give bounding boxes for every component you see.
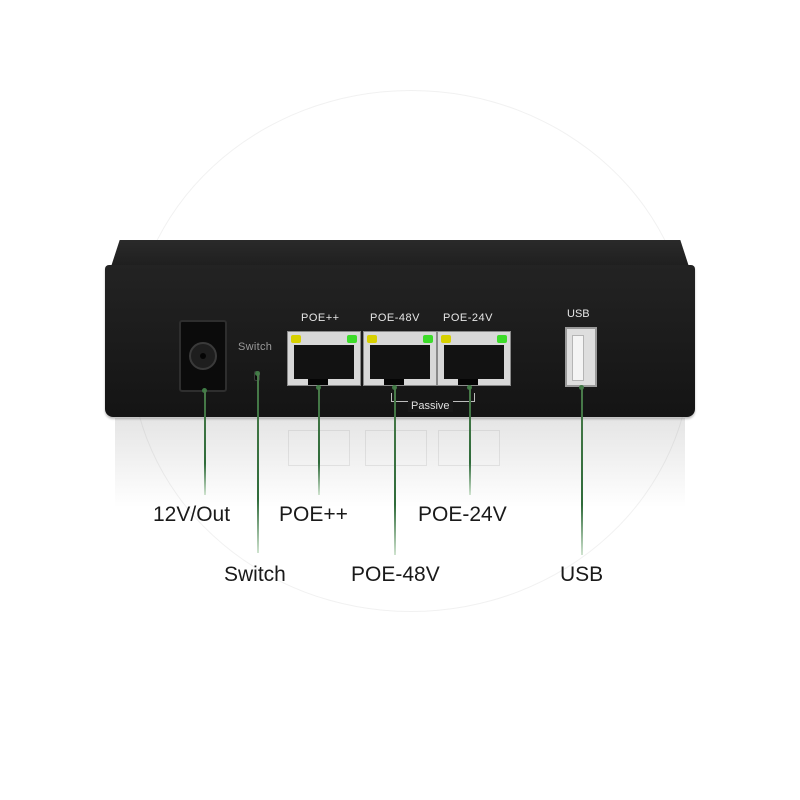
callout-line-poe-plus: [318, 387, 320, 495]
dc-jack-socket: [189, 342, 217, 370]
usb-tongue: [572, 335, 584, 381]
rj45-latch: [458, 379, 478, 385]
dc-power-jack: [179, 320, 227, 392]
activity-led-icon: [423, 335, 433, 343]
callout-line-dc: [204, 390, 206, 495]
switch-printed-label: Switch: [238, 341, 273, 353]
dc-jack-pin: [200, 353, 206, 359]
port-label-poe-48v: POE-48V: [370, 312, 420, 324]
callout-label-poe-48v: POE-48V: [351, 563, 440, 586]
rj45-latch: [384, 379, 404, 385]
link-led-icon: [367, 335, 377, 343]
callout-line-usb: [581, 387, 583, 555]
link-led-icon: [441, 335, 451, 343]
usb-printed-label: USB: [567, 308, 590, 320]
rj45-cavity: [370, 345, 430, 379]
link-led-icon: [291, 335, 301, 343]
callout-label-poe-24v: POE-24V: [418, 503, 507, 526]
callout-line-poe-24v: [469, 387, 471, 495]
activity-led-icon: [347, 335, 357, 343]
rj45-port-poe-24v: [437, 331, 511, 386]
callout-label-switch: Switch: [224, 563, 286, 586]
callout-line-poe-48v: [394, 387, 396, 555]
rj45-cavity: [444, 345, 504, 379]
port-label-poe-24v: POE-24V: [443, 312, 493, 324]
passive-label: Passive: [408, 400, 453, 412]
port-label-poe-plus: POE++: [301, 312, 340, 324]
rj45-port-poe-plus: [287, 331, 361, 386]
callout-label-dc: 12V/Out: [153, 503, 231, 526]
callout-line-switch: [257, 373, 259, 553]
callout-label-usb: USB: [560, 563, 604, 586]
usb-port: [565, 327, 597, 387]
callout-label-poe-plus: POE++: [279, 503, 348, 526]
device-reflection: [115, 418, 685, 508]
reflection-port: [365, 430, 427, 466]
rj45-latch: [308, 379, 328, 385]
activity-led-icon: [497, 335, 507, 343]
rj45-cavity: [294, 345, 354, 379]
rj45-port-poe-48v: [363, 331, 437, 386]
